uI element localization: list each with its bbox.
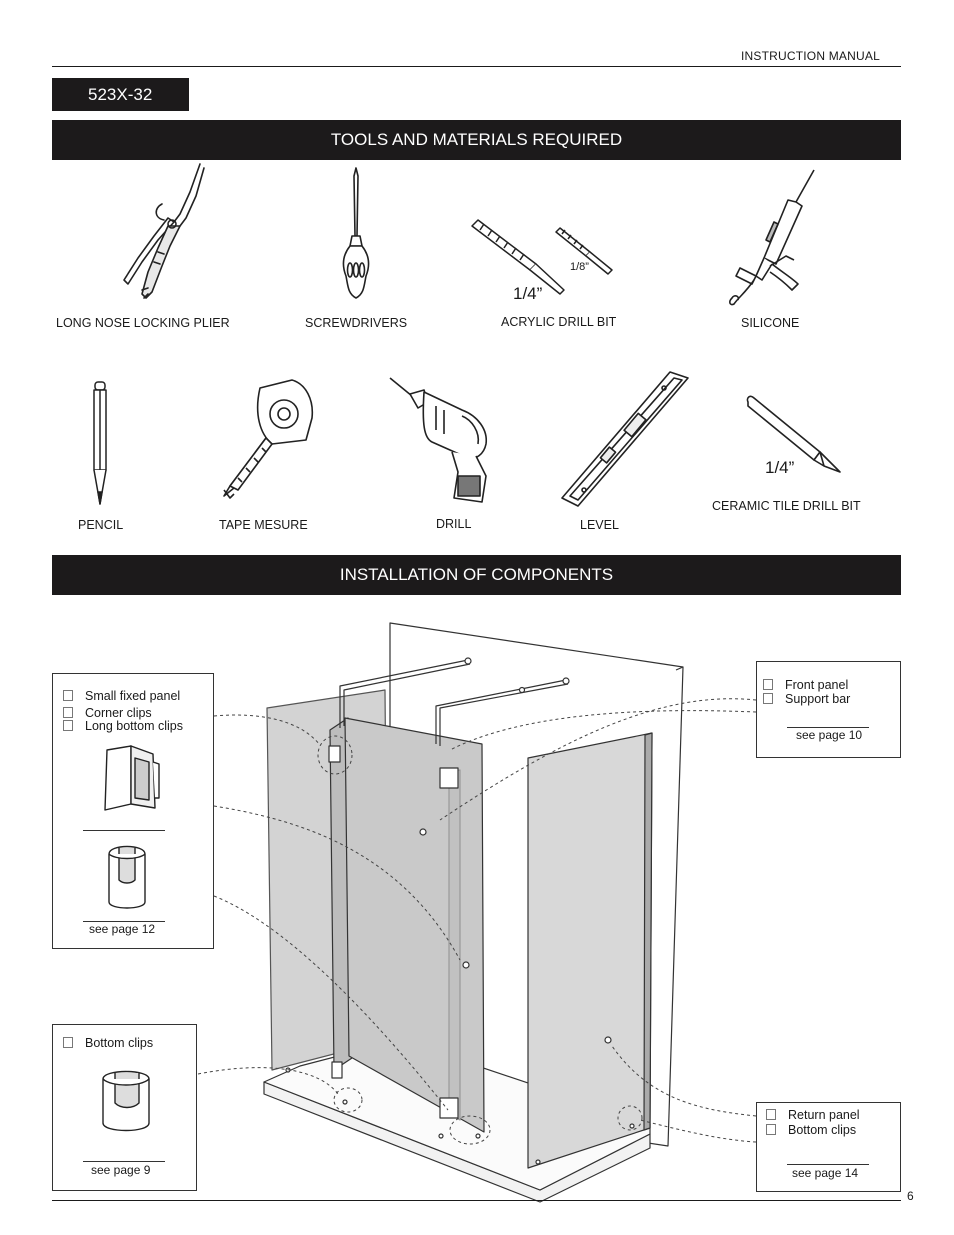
callout-item: Small fixed panel xyxy=(63,689,180,703)
callout-small-fixed-panel: Small fixed panel Corner clips Long bott… xyxy=(52,673,214,949)
shower-assembly-diagram xyxy=(197,622,757,1203)
callout-return-panel: Return panel Bottom clips see page 14 xyxy=(756,1102,901,1192)
label-tape-measure: TAPE MESURE xyxy=(219,518,308,532)
screwdriver-illustration xyxy=(342,167,370,299)
page-number: 6 xyxy=(907,1189,914,1203)
drill-bits-illustration xyxy=(471,219,613,295)
divider xyxy=(787,1164,869,1165)
label-silicone: SILICONE xyxy=(741,316,800,330)
installation-section-header: INSTALLATION OF COMPONENTS xyxy=(52,555,901,595)
corner-clip-icon xyxy=(104,745,160,811)
callout-item: Bottom clips xyxy=(766,1123,856,1137)
bullet-icon xyxy=(766,1109,776,1120)
level-illustration xyxy=(561,371,689,507)
see-page-link[interactable]: see page 14 xyxy=(792,1166,859,1180)
bullet-icon xyxy=(63,690,73,701)
see-page-link[interactable]: see page 12 xyxy=(89,922,156,936)
label-ceramic-bit: CERAMIC TILE DRILL BIT xyxy=(712,499,861,513)
see-page-link[interactable]: see page 10 xyxy=(796,728,863,742)
long-bottom-clip-icon xyxy=(108,845,146,909)
callout-bottom-clips: Bottom clips see page 9 xyxy=(52,1024,197,1191)
tools-section-header: TOOLS AND MATERIALS REQUIRED xyxy=(52,120,901,160)
label-drill: DRILL xyxy=(436,517,472,531)
label-screwdrivers: SCREWDRIVERS xyxy=(305,316,408,330)
acrylic-bit-small-size: 1/8” xyxy=(570,261,589,273)
label-pencil: PENCIL xyxy=(78,518,124,532)
bullet-icon xyxy=(766,1124,776,1135)
divider xyxy=(787,727,869,728)
label-plier: LONG NOSE LOCKING PLIER xyxy=(56,316,230,330)
footer-rule xyxy=(52,1200,901,1201)
caulking-gun-illustration xyxy=(729,169,815,306)
divider xyxy=(83,1161,165,1162)
callout-item: Corner clips xyxy=(63,706,152,720)
divider xyxy=(83,830,165,831)
drill-illustration xyxy=(389,377,487,503)
bullet-icon xyxy=(63,1037,73,1048)
label-level: LEVEL xyxy=(580,518,619,532)
divider xyxy=(83,921,165,922)
acrylic-bit-large-size: 1/4” xyxy=(513,284,543,303)
tape-measure-illustration xyxy=(223,379,314,499)
bullet-icon xyxy=(763,693,773,704)
callout-item: Bottom clips xyxy=(63,1036,153,1050)
locking-plier-illustration xyxy=(123,163,205,299)
callout-item: Long bottom clips xyxy=(63,719,183,733)
callout-item: Front panel xyxy=(763,678,848,692)
ceramic-bit-illustration xyxy=(746,395,841,473)
manual-title: INSTRUCTION MANUAL xyxy=(741,49,880,63)
bullet-icon xyxy=(63,707,73,718)
bullet-icon xyxy=(763,679,773,690)
model-number-badge: 523X-32 xyxy=(52,78,189,111)
ceramic-bit-size: 1/4” xyxy=(765,458,795,477)
label-acrylic-bit: ACRYLIC DRILL BIT xyxy=(501,315,617,329)
callout-item: Support bar xyxy=(763,692,850,706)
bottom-clip-icon xyxy=(102,1070,150,1132)
header-rule xyxy=(52,66,901,67)
callout-item: Return panel xyxy=(766,1108,860,1122)
pencil-illustration xyxy=(93,381,107,505)
callout-front-panel: Front panel Support bar see page 10 xyxy=(756,661,901,758)
bullet-icon xyxy=(63,720,73,731)
see-page-link[interactable]: see page 9 xyxy=(91,1163,151,1177)
